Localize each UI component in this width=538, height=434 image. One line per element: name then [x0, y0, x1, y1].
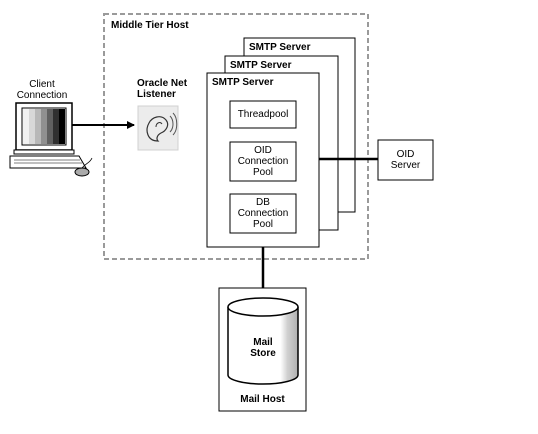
threadpool-label: Threadpool	[237, 109, 289, 120]
client-connection-label: Client Connection	[0, 79, 84, 101]
smtp-server-label-back: SMTP Server	[249, 42, 311, 53]
mail-store-line2: Store	[250, 348, 276, 359]
mail-host-label: Mail Host	[240, 394, 285, 405]
db-pool-line1: DB	[256, 197, 270, 208]
oid-server-label: OID Server	[378, 149, 433, 171]
oid-pool-line3: Pool	[252, 167, 273, 178]
db-connection-pool-box	[229, 193, 297, 234]
mail-store-label: Mail Store	[238, 337, 288, 359]
oid-pool-line2: Connection	[237, 156, 289, 167]
client-label-line2: Connection	[16, 90, 68, 101]
listener-label-line2: Listener	[137, 89, 176, 100]
db-pool-line3: Pool	[252, 219, 273, 230]
client-label-line1: Client	[29, 79, 55, 90]
threadpool-box	[229, 100, 297, 129]
oid-connection-pool-label: OID Connection Pool	[230, 145, 296, 178]
db-pool-line2: Connection	[237, 208, 289, 219]
smtp-server-label-middle: SMTP Server	[230, 60, 292, 71]
oid-pool-line1: OID	[254, 145, 272, 156]
oid-server-line1: OID	[396, 149, 415, 160]
oid-server-line2: Server	[390, 160, 421, 171]
oid-connection-pool-box	[229, 141, 297, 182]
mail-store-line1: Mail	[253, 337, 273, 348]
listener-label: Oracle Net Listener	[137, 78, 187, 100]
middle-tier-host-boundary	[103, 13, 369, 260]
smtp-server-label-front: SMTP Server	[212, 77, 274, 88]
listener-label-line1: Oracle Net	[137, 78, 188, 89]
db-connection-pool-label: DB Connection Pool	[230, 197, 296, 230]
middle-tier-host-label: Middle Tier Host	[111, 20, 189, 31]
database-cylinder-icon	[227, 297, 299, 385]
computer-icon	[9, 102, 93, 177]
ear-icon	[137, 105, 179, 151]
